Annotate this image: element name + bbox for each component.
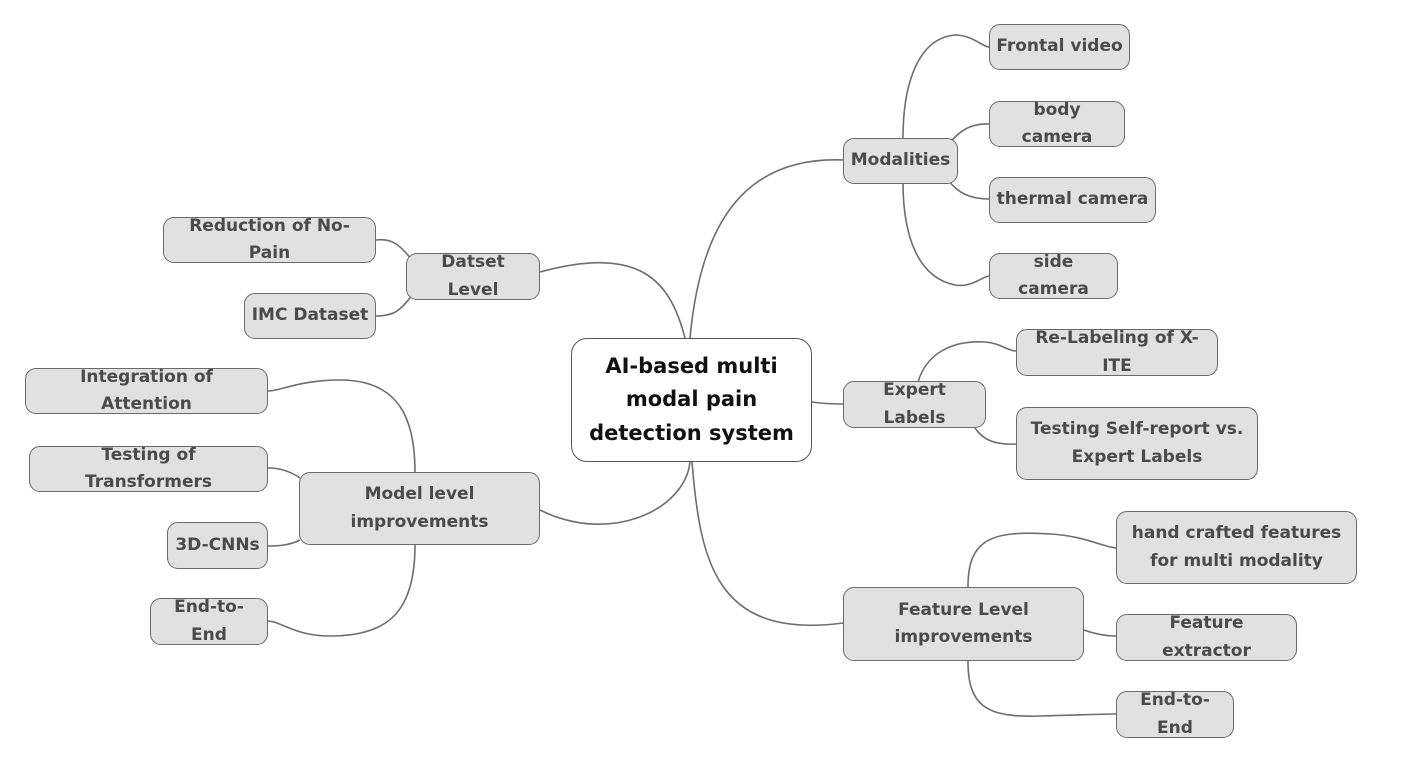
- branch-model-level: Model level improvements: [299, 472, 540, 545]
- leaf-reduction-of-no-pain: Reduction of No-Pain: [163, 216, 376, 263]
- leaf-testing-self-report: Testing Self-report vs. Expert Labels: [1016, 407, 1258, 480]
- connector-modalities-thermal: [947, 179, 990, 200]
- connector-expert-relabel: [917, 341, 1017, 383]
- leaf-feature-extractor: Feature extractor: [1116, 613, 1297, 661]
- connector-dataset-reduction: [375, 238, 413, 261]
- connector-modalities-frontal: [902, 34, 990, 139]
- connector-root-modalities: [689, 159, 846, 339]
- connector-root-feature: [691, 461, 844, 626]
- connector-feature-extractor: [1083, 629, 1117, 637]
- leaf-model-end-to-end: End-to-End: [150, 597, 268, 645]
- connector-model-attention: [267, 379, 416, 473]
- connector-dataset-imc: [375, 294, 413, 317]
- branch-feature-level: Feature Level improvements: [843, 587, 1084, 661]
- connector-root-model: [539, 461, 691, 525]
- leaf-imc-dataset: IMC Dataset: [244, 293, 376, 339]
- connector-root-expert: [811, 401, 844, 405]
- connector-model-transformers: [267, 467, 301, 479]
- leaf-feature-end-to-end: End-to-End: [1116, 690, 1234, 738]
- leaf-thermal-camera: thermal camera: [989, 177, 1156, 223]
- connector-feature-handcrafted: [967, 532, 1117, 588]
- leaf-hand-crafted-features: hand crafted features for multi modality: [1116, 511, 1357, 584]
- root-node: AI-based multi modal pain detection syst…: [571, 338, 812, 462]
- leaf-body-camera: body camera: [989, 100, 1125, 147]
- connector-model-end2end: [267, 544, 416, 637]
- connector-model-3dcnn: [267, 539, 301, 547]
- leaf-frontal-video: Frontal video: [989, 24, 1130, 70]
- leaf-testing-of-transformers: Testing of Transformers: [29, 445, 268, 492]
- branch-dataset-level: Datset Level: [406, 252, 540, 300]
- leaf-integration-of-attention: Integration of Attention: [25, 367, 268, 414]
- connector-expert-testing: [974, 427, 1017, 445]
- branch-expert-labels: Expert Labels: [843, 380, 986, 428]
- connector-root-dataset: [539, 262, 686, 339]
- branch-modalities: Modalities: [843, 138, 958, 184]
- leaf-3d-cnns: 3D-CNNs: [167, 522, 268, 569]
- connector-modalities-side: [902, 181, 990, 287]
- leaf-relabeling-x-ite: Re-Labeling of X-ITE: [1016, 328, 1218, 376]
- leaf-side-camera: side camera: [989, 252, 1118, 299]
- connector-feature-end2end: [967, 660, 1117, 717]
